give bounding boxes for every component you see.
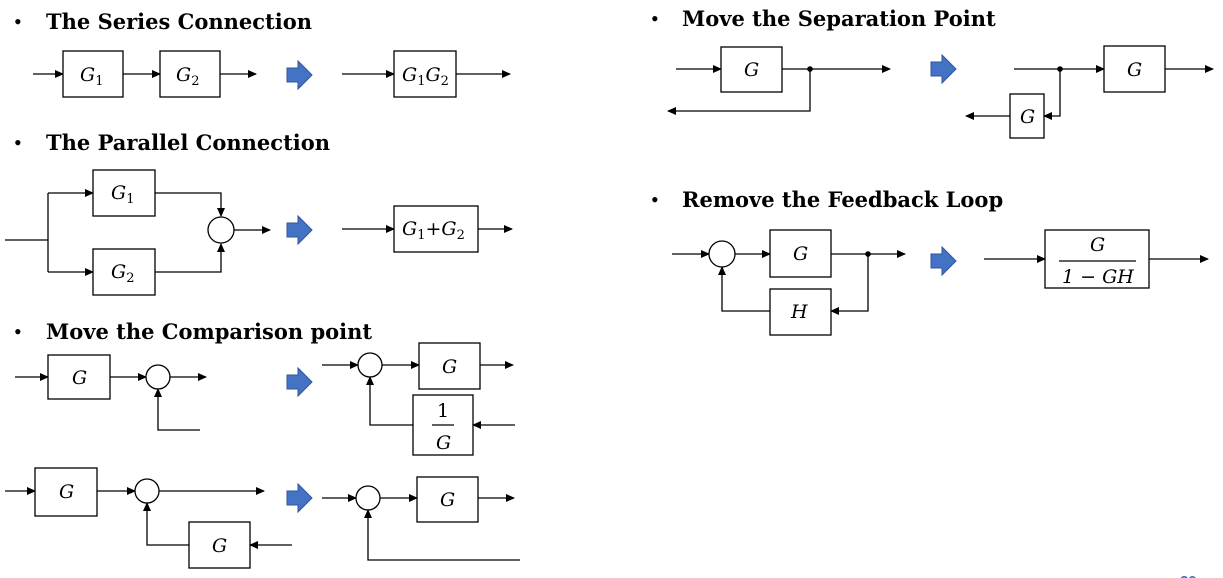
comparison-heading: Move the Comparison point [46,319,372,344]
result-denominator: 1 − GH [1062,266,1134,288]
series-heading: The Series Connection [46,9,312,34]
feedback-heading: Remove the Feedback Loop [682,187,1003,212]
comparison-block-g [34,467,98,517]
block-label: G [59,481,74,503]
transform-arrow [286,214,313,246]
block-label: G [212,535,227,557]
separation-result-block-g [1103,45,1166,93]
feedback-loop-section: • Remove the Feedback Loop G H G 1 − GH [651,187,1209,336]
transform-arrow [286,482,313,514]
page-number: 20 [1180,573,1197,578]
bullet: • [14,319,22,344]
block-label: G [744,59,759,81]
inverse-numerator: 1 [437,400,449,422]
transform-arrow [930,53,957,85]
comparison-result-block-g [416,476,479,523]
summing-junction [357,352,383,378]
block-label: H [790,301,808,323]
comparison-feedback-block-g [188,521,251,569]
parallel-block-g2 [92,248,156,296]
bullet: • [651,187,659,212]
bullet: • [651,6,659,31]
parallel-result-block [393,205,479,253]
feedback-block-g [769,229,832,278]
parallel-result-label: G1+G2 [402,218,465,243]
series-g2-label: G2 [176,64,199,89]
result-numerator: G [1090,234,1105,256]
summing-junction [355,485,381,511]
feedback-block-h [769,288,832,336]
bullet: • [14,9,22,34]
summing-junction [134,478,160,504]
series-connection-section: • The Series Connection G1 G2 G1G2 [14,9,511,98]
block-label: G [72,367,87,389]
inverse-denominator: G [436,432,451,454]
comparison-block-g [47,354,111,400]
series-result-label: G1G2 [402,64,449,89]
block-label: G [1020,106,1035,128]
summing-junction [207,216,235,244]
series-block-g2 [159,50,221,98]
parallel-heading: The Parallel Connection [46,130,330,155]
transform-arrow [286,366,313,398]
transform-arrow [286,59,313,91]
block-label: G [1127,59,1142,81]
comparison-point-section: • Move the Comparison point G G 1 G G G [5,319,520,569]
series-g1-label: G1 [80,64,103,89]
separation-heading: Move the Separation Point [682,6,996,31]
parallel-g2-label: G2 [111,261,134,286]
block-label: G [440,489,455,511]
comparison-result-block-g [418,342,481,390]
feedback-result-block [1044,229,1150,289]
block-label: G [442,356,457,378]
summing-junction [145,364,171,390]
parallel-g1-label: G1 [111,182,134,207]
separation-point-section: • Move the Separation Point G G G [651,6,1214,139]
summing-junction [708,240,736,268]
separation-feedback-block-g [1009,93,1045,139]
bullet: • [14,130,22,155]
block-label: G [793,243,808,265]
transform-arrow [930,245,957,277]
parallel-connection-section: • The Parallel Connection G1 G2 G1+G2 [5,130,513,296]
